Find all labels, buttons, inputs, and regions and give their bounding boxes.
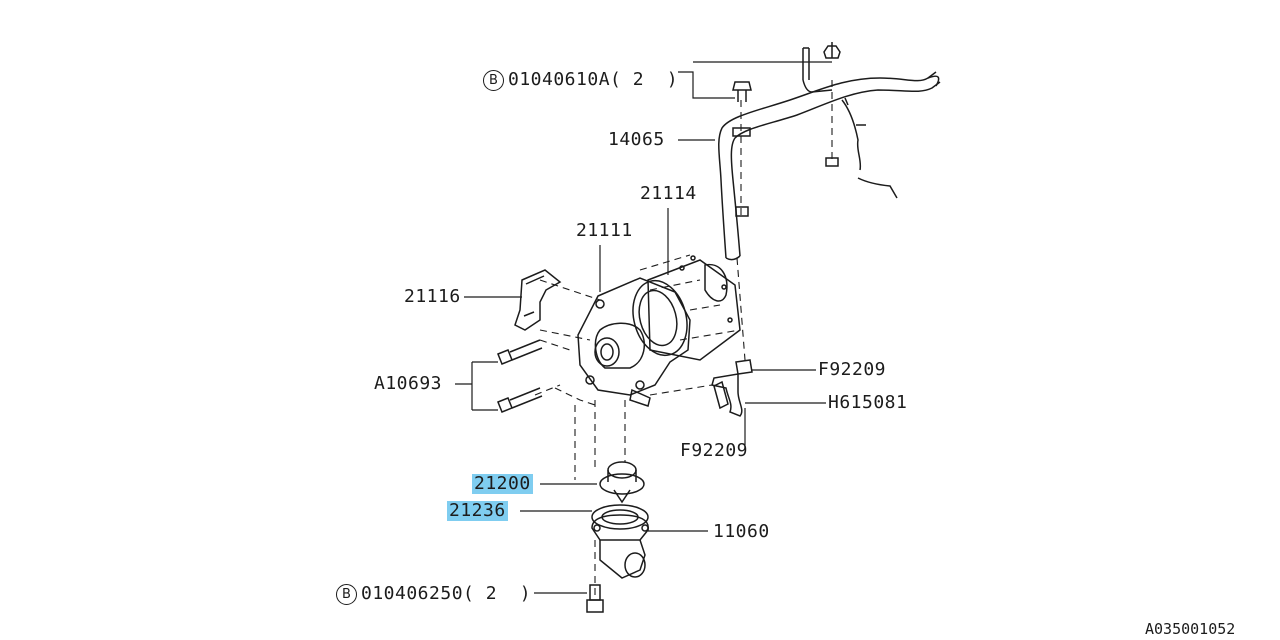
- bolt-bottom-drawing: [586, 584, 604, 613]
- bolt-symbol-top: B: [483, 70, 504, 91]
- label-21111[interactable]: 21111: [576, 220, 633, 241]
- label-11060[interactable]: 11060: [713, 521, 770, 542]
- bolts-A10693-drawing: [497, 339, 543, 413]
- part-number: 010406250: [361, 583, 464, 604]
- figure-code: A035001052: [1145, 620, 1236, 638]
- bracket-21116-drawing: [514, 269, 562, 331]
- pump-21111-drawing: [577, 277, 691, 407]
- label-21200[interactable]: 21200: [472, 473, 533, 494]
- quantity: ( 2 ): [610, 69, 679, 90]
- label-21114[interactable]: 21114: [640, 183, 697, 204]
- label-010406250[interactable]: 010406250( 2 ): [361, 584, 531, 604]
- leader-lines: [455, 61, 832, 594]
- label-21236[interactable]: 21236: [447, 500, 508, 521]
- part-number: 01040610A: [508, 69, 611, 90]
- quantity: ( 2 ): [463, 583, 532, 604]
- clip-hose-drawing: [711, 359, 753, 417]
- thermostat-21200-drawing: [599, 461, 645, 504]
- label-14065[interactable]: 14065: [608, 129, 665, 150]
- label-21116[interactable]: 21116: [404, 286, 461, 307]
- assembly-lines: [534, 80, 833, 600]
- housing-11060-drawing: [591, 514, 649, 579]
- gasket-21114-drawing: [647, 255, 741, 361]
- label-01040610A[interactable]: 01040610A( 2 ): [508, 70, 678, 90]
- hose-14065-drawing: [718, 42, 941, 261]
- label-H615081[interactable]: H615081: [828, 392, 908, 413]
- bolt-symbol-bottom: B: [336, 584, 357, 605]
- label-F92209-top[interactable]: F92209: [818, 359, 887, 380]
- label-A10693[interactable]: A10693: [374, 373, 443, 394]
- label-F92209-bottom[interactable]: F92209: [680, 440, 749, 461]
